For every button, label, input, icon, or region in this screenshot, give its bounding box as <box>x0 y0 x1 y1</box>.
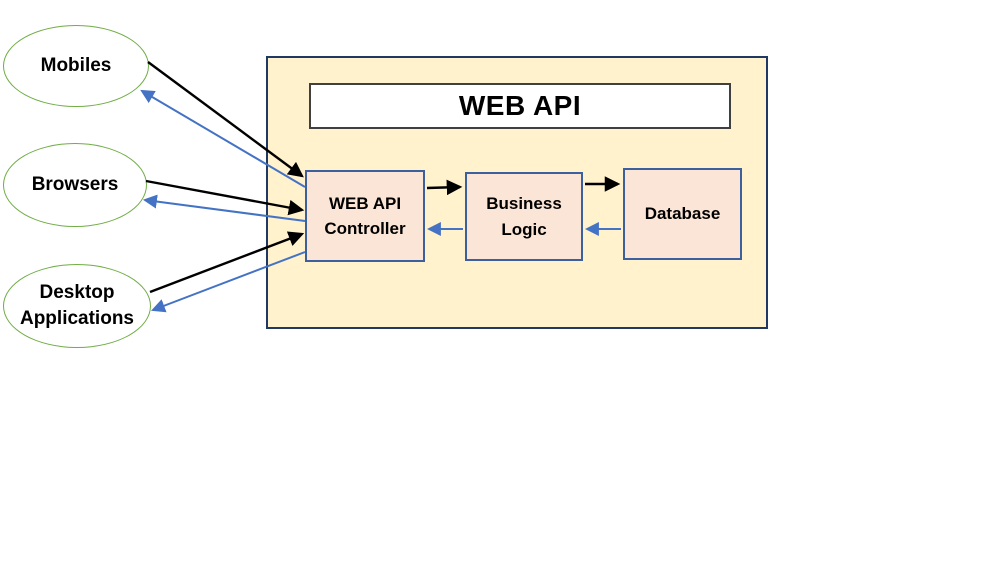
diagram-title: WEB API <box>458 90 582 121</box>
desktop-label-line-2: Applications <box>19 308 134 329</box>
component-box-web-api-controller: WEB API Controller <box>305 170 425 262</box>
controller-label-line-2: Controller <box>324 219 406 238</box>
web-api-title-bar: WEB API <box>309 83 731 129</box>
client-ellipse-browsers: Browsers <box>3 143 147 227</box>
desktop-label-line-1: Desktop <box>39 282 115 304</box>
business-logic-label-line-2: Logic <box>501 219 547 239</box>
component-box-business-logic: Business Logic <box>465 172 583 261</box>
client-ellipse-mobiles: Mobiles <box>3 25 149 107</box>
database-label: Database <box>644 204 721 224</box>
client-ellipse-desktop-applications: Desktop Applications <box>3 264 151 348</box>
business-logic-label-line-1: Business <box>486 194 562 213</box>
controller-label-line-1: WEB API <box>328 193 402 213</box>
browsers-label: Browsers <box>31 174 119 196</box>
component-box-database: Database <box>623 168 742 260</box>
mobiles-label: Mobiles <box>40 55 112 77</box>
